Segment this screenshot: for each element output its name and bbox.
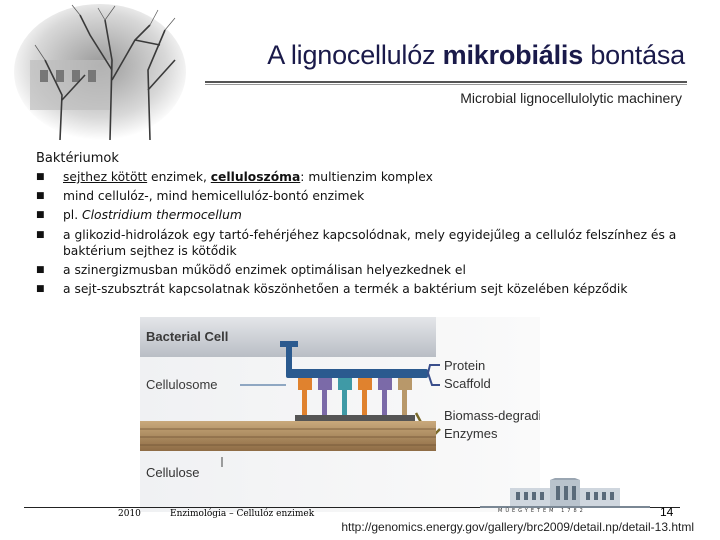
scaffold-arrow (427, 364, 440, 374)
enzymes-label-1: Biomass-degrading (444, 408, 540, 423)
enzymes-label-2: Enzymes (444, 426, 498, 441)
bullet-icon: ■ (36, 191, 45, 201)
title-divider (205, 81, 687, 83)
page-subtitle: Microbial lignocellulolytic machinery (460, 90, 682, 106)
protein-scaffold-label-1: Protein (444, 358, 485, 373)
page-number: 14 (660, 505, 674, 519)
list-item: ■a szinergizmusban működő enzimek optimá… (36, 261, 686, 280)
footer-divider (24, 507, 680, 508)
content-body: Baktériumok ■sejthez kötött enzimek, cel… (36, 149, 686, 299)
list-item: ■a glikozid-hidrolázok egy tartó-fehérjé… (36, 228, 677, 258)
bullet-list: ■sejthez kötött enzimek, celluloszóma: m… (36, 168, 686, 299)
cellulose-label: Cellulose (146, 465, 199, 480)
list-item: ■pl. Clostridium thermocellum (36, 206, 686, 225)
footer-course: Enzimológia – Cellulóz enzimek (170, 509, 315, 519)
list-item: ■sejthez kötött enzimek, celluloszóma: m… (36, 168, 686, 187)
enzyme-group (295, 378, 415, 421)
cellulose-fibril (140, 421, 436, 451)
list-item: ■a sejt-szubsztrát kapcsolatnak köszönhe… (36, 280, 686, 299)
protein-scaffold (286, 369, 428, 378)
protein-scaffold-label-2: Scaffold (444, 376, 491, 391)
source-url: http://genomics.energy.gov/gallery/brc20… (341, 520, 694, 534)
bullet-icon: ■ (36, 265, 45, 275)
bacterial-cell-label: Bacterial Cell (146, 329, 228, 344)
scaffold-anchor (286, 345, 292, 373)
header-photo (14, 4, 186, 141)
university-logo (480, 478, 650, 508)
bullet-icon: ■ (36, 210, 45, 220)
title-divider-thin (205, 84, 687, 85)
list-item: ■mind cellulóz-, mind hemicellulóz-bontó… (36, 187, 686, 206)
bullet-icon: ■ (36, 172, 45, 182)
cellulosome-figure: Bacterial Cell Cellulosome Protein Scaff… (140, 317, 540, 512)
section-heading: Baktériumok (36, 151, 119, 166)
bullet-icon: ■ (36, 284, 45, 294)
scaffold-anchor-head (280, 341, 298, 347)
page-title: A lignocellulóz mikrobiális bontása (267, 40, 685, 70)
logo-caption: MŰEGYETEM 1782 (498, 508, 586, 514)
bullet-icon: ■ (36, 230, 45, 240)
cellulosome-label: Cellulosome (146, 377, 218, 392)
footer-year: 2010 (118, 509, 141, 519)
